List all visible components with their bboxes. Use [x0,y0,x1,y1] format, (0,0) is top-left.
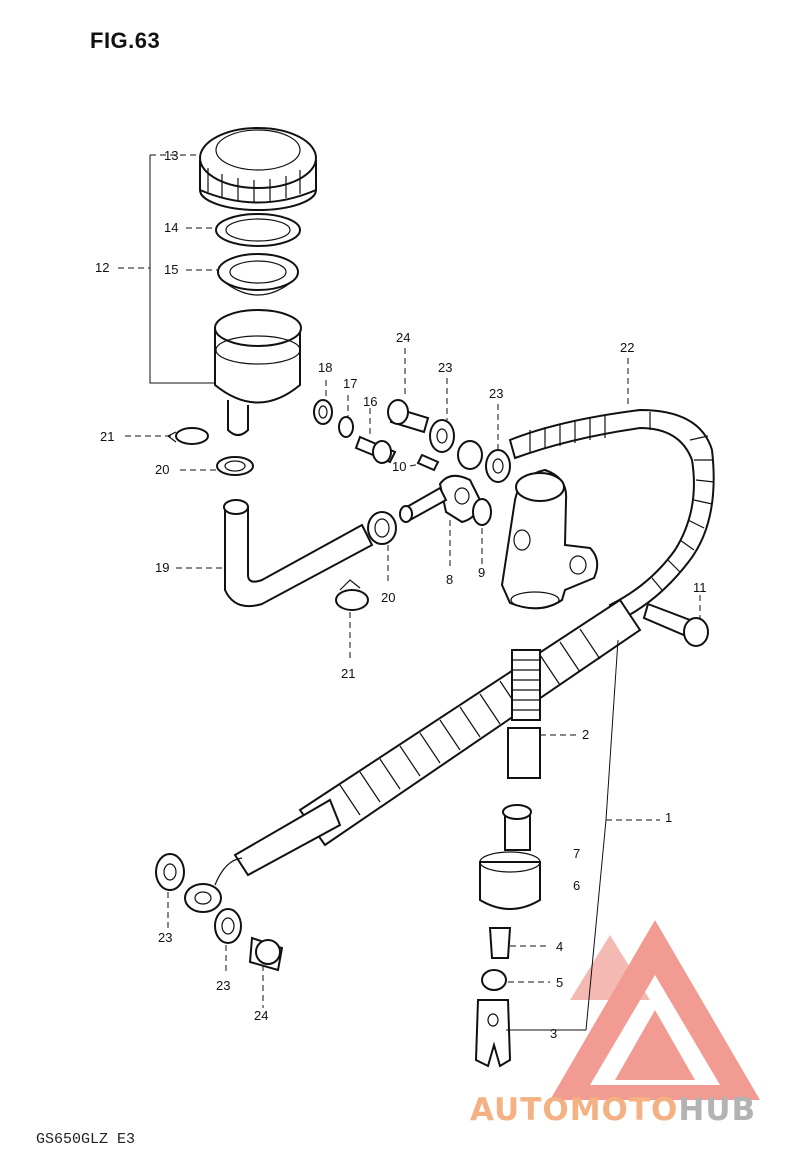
banjo-union-lower [184,798,342,913]
callout-10: 10 [392,459,406,474]
watermark-text: AUTOMOTOHUB [470,1092,756,1128]
callout-24-lower: 24 [254,1008,268,1023]
callout-23-upper-a: 23 [438,360,452,375]
callout-3: 3 [550,1026,557,1041]
callout-19: 19 [155,560,169,575]
callout-17: 17 [343,376,357,391]
hose-clip-20-lower [367,511,397,545]
banjo-fitting-23 [457,440,483,470]
rubber-boot-hose [298,598,642,847]
callout-4: 4 [556,939,563,954]
washer-18 [313,399,333,425]
figure-title: FIG.63 [90,28,161,53]
callout-13: 13 [164,148,178,163]
callout-15: 15 [164,262,178,277]
screw-10 [416,453,440,472]
callout-23-upper-b: 23 [489,386,503,401]
reservoir-hose-19 [223,499,374,608]
watermark-text-orange: AUTOMOTO [470,1092,679,1128]
callout-6: 6 [573,878,580,893]
leader-lines [118,154,701,1031]
union-bolt-24-upper [387,399,430,434]
watermark-text-gray: HUB [678,1092,757,1128]
callout-9: 9 [478,565,485,580]
brake-hose-22 [508,408,715,622]
oring-17 [338,416,354,438]
callout-20-lower: 20 [381,590,395,605]
callout-23-lower-a: 23 [158,930,172,945]
callout-7: 7 [573,846,580,861]
callout-12: 12 [95,260,109,275]
reservoir-cap-13 [199,127,317,211]
reservoir-tank-12 [214,309,302,436]
union-bolt-24-lower [248,936,284,972]
callout-16: 16 [363,394,377,409]
oring-9 [472,498,492,526]
callout-18: 18 [318,360,332,375]
callout-21-lower: 21 [341,666,355,681]
hose-clamp-21-lower [335,579,369,611]
callout-20-upper: 20 [155,462,169,477]
callout-1: 1 [665,810,672,825]
locknut-5 [481,969,507,991]
diaphragm-15 [217,253,299,296]
master-cylinder-body-1 [500,468,599,610]
washer-23-d [214,908,242,944]
piston-assembly-7 [502,804,532,851]
washer-23-c [155,853,185,891]
mounting-bolt-11 [642,602,709,647]
callout-8: 8 [446,572,453,587]
piston-cup-6 [479,851,541,910]
callout-2: 2 [582,727,589,742]
diaphragm-plate-14 [215,213,301,247]
hose-clamp-21-upper [166,427,209,445]
watermark-logo-icon [550,920,760,1100]
washer-23-a [429,419,455,453]
callout-5: 5 [556,975,563,990]
callout-24-upper: 24 [396,330,410,345]
reservoir-connector-8 [399,474,482,524]
pushrod-4 [488,927,512,959]
washer-23-b [485,449,511,483]
callout-11: 11 [693,580,707,595]
hose-clip-20-upper [216,456,254,476]
callout-22: 22 [620,340,634,355]
callout-21-upper: 21 [100,429,114,444]
bolt-16 [354,435,397,464]
model-code: GS650GLZ E3 [36,1131,136,1148]
piston-spring-2 [507,649,541,779]
clevis-3 [474,999,512,1068]
callout-14: 14 [164,220,178,235]
callout-23-lower-b: 23 [216,978,230,993]
